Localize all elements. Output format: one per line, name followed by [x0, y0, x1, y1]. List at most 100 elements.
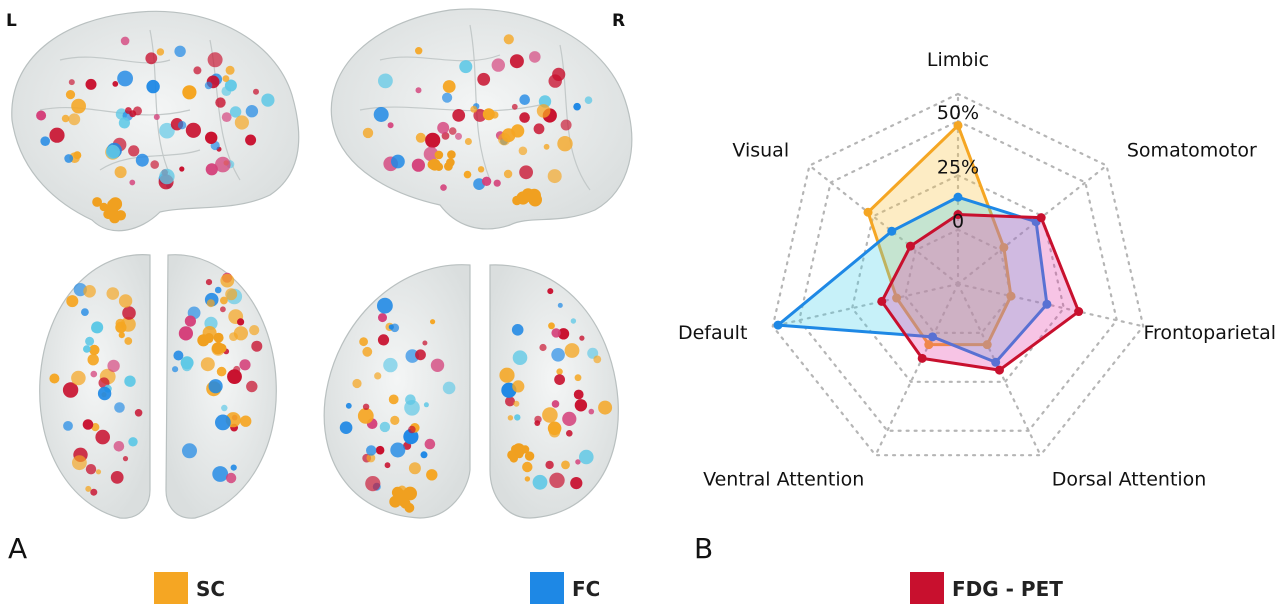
brain-node [362, 403, 370, 410]
brain-node [124, 337, 133, 345]
brain-node [215, 97, 226, 108]
brain-node [573, 102, 581, 111]
brain-node [415, 47, 423, 55]
brain-node [425, 132, 441, 148]
brain-node [463, 170, 472, 179]
brain-node [145, 52, 158, 65]
brain-node [92, 197, 102, 207]
brain-node [570, 318, 577, 324]
brain-node [588, 408, 595, 415]
brain-node [159, 168, 175, 185]
axis-label-dorsal-attention: Dorsal Attention [1052, 469, 1207, 491]
brain-node [95, 429, 110, 445]
brain-node [36, 110, 47, 121]
brain-node [253, 88, 259, 95]
brain-node [245, 134, 257, 146]
brain-node [225, 65, 235, 75]
brain-node [129, 179, 136, 186]
radar-tick-labels: 025%50% [937, 102, 979, 233]
brain-node [178, 326, 193, 341]
series-point [773, 320, 783, 330]
grid-spoke [956, 164, 1108, 286]
series-point [928, 332, 938, 342]
brain-node [221, 86, 232, 96]
series-point [1036, 213, 1046, 223]
series-point [953, 192, 963, 202]
brain-node [430, 319, 436, 325]
brain-node [423, 402, 429, 408]
brain-node [551, 328, 561, 338]
brain-node [222, 75, 230, 82]
brain-node [481, 176, 492, 186]
brain-node [529, 51, 541, 63]
brain-node [408, 425, 416, 434]
brain-node [229, 106, 242, 118]
brain-node [237, 318, 245, 326]
brain-node [448, 127, 457, 135]
brain-node [89, 344, 100, 356]
brain-node [532, 474, 548, 490]
axis-label-ventral-attention: Ventral Attention [703, 469, 864, 491]
brain-node [40, 136, 50, 146]
brain-node [99, 202, 109, 212]
brain-node [120, 36, 130, 46]
grid-spoke [874, 282, 960, 457]
brain-node [85, 464, 97, 475]
brain-node [179, 166, 185, 172]
brain-node [440, 184, 447, 191]
brain-node [564, 343, 580, 358]
axis-label-frontoparietal: Frontoparietal [1143, 322, 1276, 344]
series-point [999, 242, 1009, 252]
brain-node [352, 378, 362, 389]
brain-node [579, 449, 594, 465]
brain-node [430, 358, 445, 372]
brain-node [366, 445, 377, 456]
brain-node [124, 107, 132, 114]
series-point [877, 296, 887, 306]
brain-node [498, 133, 511, 146]
brain-node [249, 325, 260, 336]
brain-node [233, 326, 248, 341]
brain-node [403, 429, 419, 445]
brain-node [108, 203, 119, 213]
brain-node [357, 408, 374, 424]
brain-node [579, 335, 585, 341]
brain-node [549, 472, 565, 488]
brain-node [549, 426, 561, 438]
brain-node [118, 332, 125, 339]
brain-node [459, 60, 473, 74]
grid-ring [850, 174, 1066, 383]
brain-node [124, 375, 136, 387]
brain-node [570, 477, 583, 490]
series-area [880, 213, 1081, 372]
brain-node [215, 156, 231, 173]
brain-node [122, 456, 129, 462]
brain-node [444, 162, 453, 171]
brain-node [482, 108, 495, 121]
brain-node [378, 73, 393, 89]
brain-node [362, 346, 373, 357]
series-area [866, 123, 1013, 347]
brain-node [548, 322, 555, 330]
brain-node [511, 103, 518, 110]
brain-node [391, 154, 405, 169]
brain-node [557, 302, 563, 308]
brain-node [49, 127, 65, 143]
brain-node [533, 123, 545, 135]
brain-node [560, 119, 572, 131]
brain-node [107, 359, 120, 373]
brain-node [114, 402, 125, 413]
brain-node [85, 336, 95, 346]
brain-node [593, 355, 602, 364]
brain-node [95, 469, 102, 475]
brain-node [499, 367, 515, 383]
brain-node [557, 136, 573, 152]
brain-node [543, 143, 550, 150]
brain-node [377, 297, 393, 314]
brain-node [519, 94, 530, 105]
grid-ring [798, 119, 1118, 432]
series-point [1042, 299, 1052, 309]
legend-item-fdg-pet: FDG - PET [910, 572, 1063, 604]
brain-node [261, 93, 275, 107]
